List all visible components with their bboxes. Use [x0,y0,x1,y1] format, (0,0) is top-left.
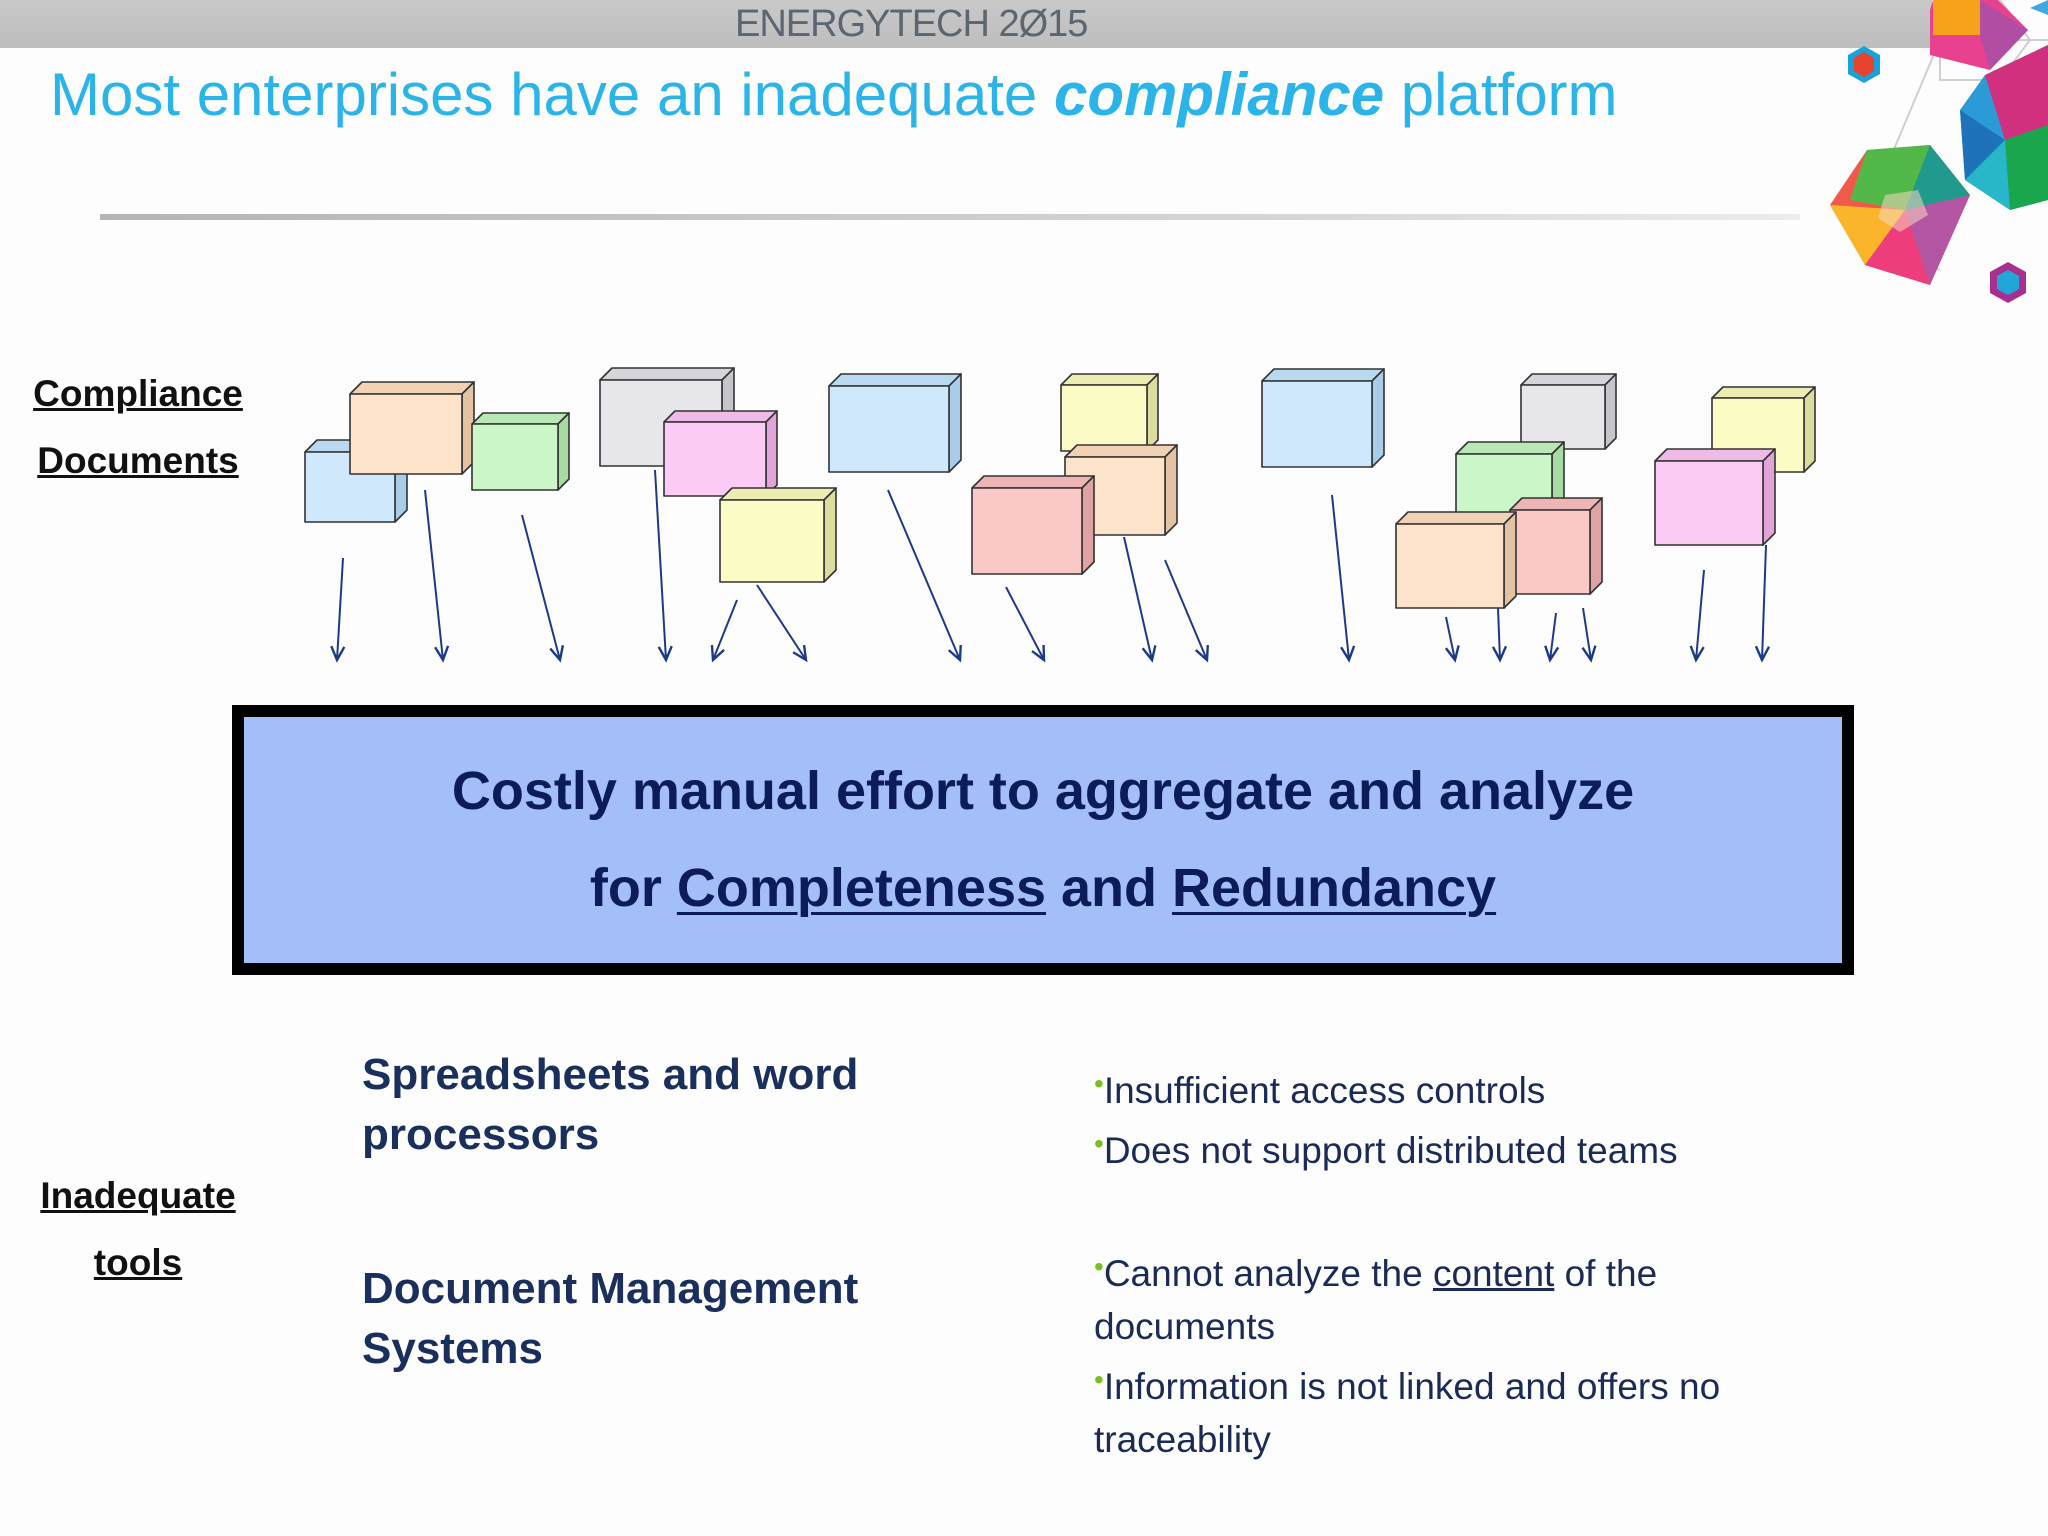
page-title: Most enterprises have an inadequate comp… [50,60,1618,129]
document-icon [971,475,1095,575]
document-icon [1520,373,1617,450]
right-hexagon [1960,45,2048,210]
arrowhead [947,644,962,663]
arrowhead [1689,645,1705,663]
arrow [1491,607,1508,663]
document-icon [471,412,570,491]
tool-spreadsheets: Spreadsheets and word processors [362,1050,859,1159]
left-hexagon [1830,145,1970,285]
box-and: and [1046,858,1173,918]
arrow [1581,607,1597,663]
document-icon [1395,511,1517,609]
arrowhead [1444,645,1460,663]
arrow [756,584,808,663]
issue-item: •Does not support distributed teams [1094,1117,1814,1177]
arrowhead [434,645,450,663]
completeness-text: Completeness [676,858,1047,918]
tool-document-management: Document Management Systems [362,1264,859,1373]
tools-label-line2: tools [93,1242,183,1283]
top-hexagon [1930,0,2028,70]
bullet-icon: • [1094,1068,1104,1099]
manual-effort-box: Costly manual effort to aggregate and an… [232,705,1854,975]
compliance-documents-label: Compliance Documents [18,360,258,494]
issue-item: •Insufficient access controls [1094,1057,1814,1117]
documents-label-line1: Compliance [33,373,243,414]
arrow [654,469,673,663]
box-line-2: for Completeness and Redundancy [590,840,1496,937]
arrow [710,599,738,663]
arrowhead [1754,645,1771,663]
document-icon [349,381,475,475]
issue-text: Does not support distributed teams [1103,1130,1678,1171]
title-emphasis: compliance [1053,61,1385,128]
arrowhead [1340,645,1356,663]
arrowhead [1141,645,1157,663]
arrow [330,557,346,663]
content-link-text: content [1432,1253,1555,1294]
document-icon [1261,368,1385,468]
documents-label-line2: Documents [37,440,239,481]
title-divider [100,214,1800,220]
issue-item: •Information is not linked and offers no… [1094,1353,1814,1466]
dms-issues-list: •Cannot analyze the content of the docum… [1094,1240,1814,1466]
small-hexagon-bottom [1990,262,2026,303]
document-icon [663,410,778,497]
issue-text: Information is not linked and offers no … [1094,1366,1721,1460]
arrow [1123,536,1157,663]
arrow [521,514,565,663]
issue-text: Cannot analyze the [1103,1253,1433,1294]
box-line-1: Costly manual effort to aggregate and an… [451,761,1635,821]
arrowhead [1544,645,1560,663]
bullet-icon: • [1094,1128,1104,1159]
spreadsheet-issues-list: •Insufficient access controls •Does not … [1094,1057,1814,1177]
arrow [424,489,450,663]
bullet-icon: • [1094,1251,1104,1282]
event-logo: ENERGYTECH 2Ø15 [735,3,1088,45]
arrowhead [1491,645,1508,663]
arrowhead [549,645,565,663]
document-icon [828,373,962,473]
issue-item: •Cannot analyze the content of the docum… [1094,1240,1814,1353]
arrowhead [1031,644,1046,663]
redundancy-text: Redundancy [1172,858,1497,918]
arrowhead [1581,645,1597,663]
inadequate-tools-label: Inadequate tools [18,1162,258,1296]
arrowhead [657,645,673,663]
arrow [1444,616,1460,663]
arrowhead [710,644,725,663]
document-icon [719,487,837,583]
bullet-icon: • [1094,1364,1104,1395]
tools-label-line1: Inadequate [40,1175,236,1216]
title-post: platform [1384,61,1618,128]
arrowhead [1194,644,1209,663]
top-banner: ENERGYTECH 2Ø15 [0,0,1932,48]
documents-diagram [304,367,1816,663]
hexagon-decoration [1830,0,2048,303]
issue-text-post: of the documents [1094,1253,1658,1347]
box-for: for [589,858,677,918]
document-icon [1060,373,1159,452]
title-pre: Most enterprises have an inadequate [50,61,1054,128]
document-icon [1509,497,1603,595]
arrow [1331,494,1356,663]
small-hexagon-top [1848,46,1880,83]
arrow [1005,586,1046,663]
document-icon [1654,448,1776,546]
arrow [1689,569,1705,663]
arrow [1164,559,1209,663]
arrow [887,489,962,663]
arrowhead [792,644,808,663]
arrowhead [330,645,346,663]
arrow [1544,612,1560,663]
issue-text: Insufficient access controls [1103,1070,1546,1111]
arrow [1754,544,1771,663]
